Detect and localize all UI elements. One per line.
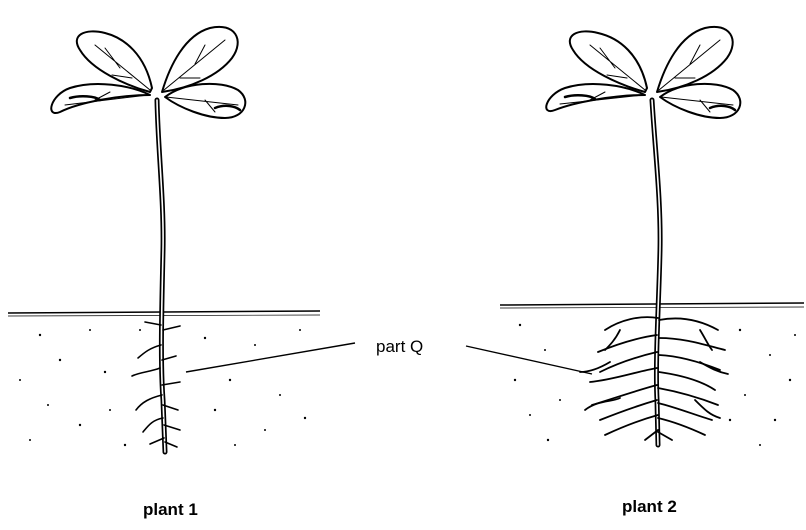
- plant-1: [51, 27, 245, 452]
- plant2-leaf: [570, 31, 647, 92]
- soil-surface-plant2: [500, 303, 804, 308]
- part-q-leader-plant2: [466, 346, 592, 374]
- part-q-label: part Q: [376, 337, 423, 357]
- plant1-stem: [157, 100, 165, 452]
- plant2-roots: [580, 317, 728, 440]
- plant-1-label: plant 1: [143, 500, 198, 520]
- plant-2: [546, 27, 740, 445]
- plant-2-label: plant 2: [622, 497, 677, 517]
- plant1-roots: [132, 322, 180, 447]
- plant1-leaf: [51, 84, 150, 113]
- part-q-leader-plant1: [186, 343, 355, 372]
